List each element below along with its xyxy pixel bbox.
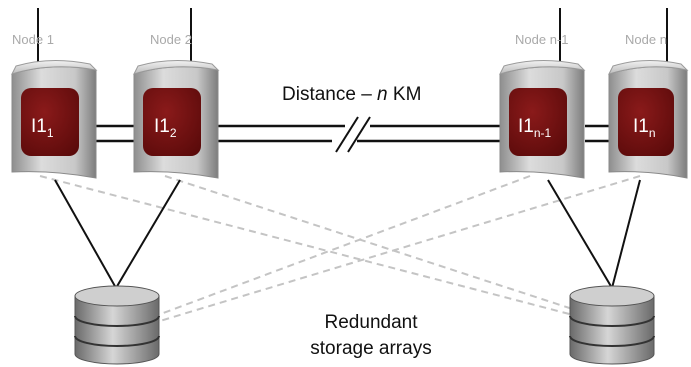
node-label-2: Node 2: [150, 32, 192, 47]
instance-panel: [21, 88, 79, 156]
storage-caption-line1: Redundant: [325, 312, 419, 333]
instance-panel: [143, 88, 201, 156]
instance-panel: [509, 88, 567, 156]
dashed-link-node2-storage2: [164, 175, 601, 319]
instance-label-n: I1n: [633, 116, 656, 140]
node-label-n: Node n: [625, 32, 667, 47]
server-icon: I1n: [608, 59, 689, 179]
storage-caption-line2: storage arrays: [310, 338, 431, 359]
dashed-storage-links: [39, 175, 641, 325]
instance-label-2: I12: [154, 116, 177, 140]
network-uplinks: [37, 8, 668, 68]
server-icon: I12: [133, 59, 220, 179]
storage-array-icon: [74, 285, 160, 365]
instance-label-n-1: I1n-1: [518, 116, 552, 140]
node-label-n-1: Node n-1: [515, 32, 568, 47]
solid-storage-links: [54, 179, 641, 289]
storage-array-icon: [569, 285, 655, 365]
interconnect: [93, 116, 612, 153]
node-label-1: Node 1: [12, 32, 54, 47]
link-noden1-storage2: [547, 179, 613, 289]
node-labels: Node 1 Node 2 Node n-1 Node n: [12, 32, 667, 47]
instance-panel: [618, 88, 674, 156]
dashed-link-noden1-storage1: [149, 175, 531, 319]
dashed-link-node1-storage2: [39, 175, 601, 323]
server-icon: I1n-1: [499, 59, 586, 179]
distance-label: Distance – n KM: [282, 84, 421, 105]
dashed-link-noden-storage1: [149, 175, 641, 325]
server-icon: I11: [11, 59, 98, 179]
link-node2-storage1: [115, 179, 181, 289]
link-noden-storage2: [611, 179, 641, 289]
link-node1-storage1: [54, 179, 117, 289]
instance-label-1: I11: [31, 116, 54, 140]
